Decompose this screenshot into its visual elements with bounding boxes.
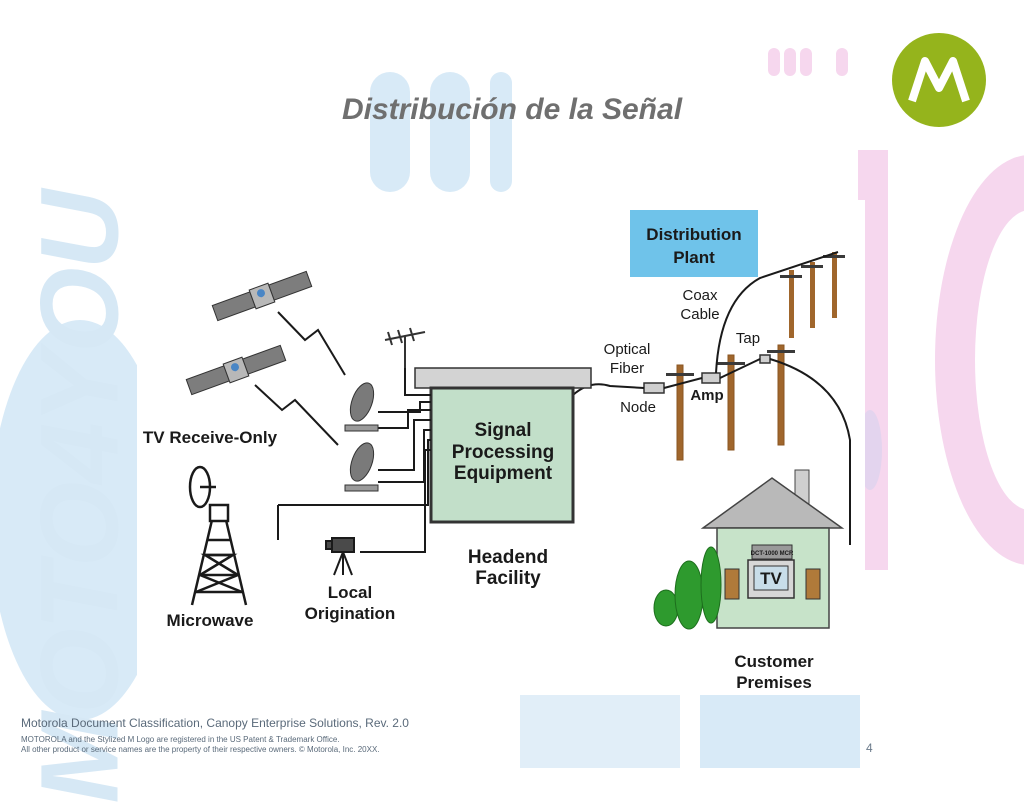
- headend-roof: [414, 367, 592, 389]
- page-number: 4: [866, 741, 873, 755]
- coax-cable-label-line1: Coax: [682, 287, 718, 304]
- utility-pole-icon: [666, 344, 795, 461]
- microwave-tower-icon: [188, 465, 248, 606]
- headend-facility-label-line1: Headend: [468, 547, 548, 568]
- set-top-box-label: DCT-1000 MCR: [751, 551, 794, 557]
- utility-pole-icon: [780, 252, 845, 338]
- amp-label: Amp: [690, 387, 723, 404]
- microwave-label: Microwave: [167, 611, 254, 630]
- motorola-logo-icon: [892, 33, 986, 127]
- distribution-plant-label-line2: Plant: [673, 248, 715, 267]
- satellite-icon: [211, 270, 313, 322]
- tv-label: TV: [760, 569, 782, 588]
- signal-processing-box: [429, 386, 575, 524]
- signal-distribution-diagram: Distribution Plant Coax Cable Tap Optica…: [143, 210, 851, 692]
- camera-icon: [325, 537, 355, 576]
- tv-receive-only-label: TV Receive-Only: [143, 428, 278, 447]
- headend-facility-label-line2: Facility: [475, 568, 541, 589]
- signal-processing-label-line3: Equipment: [454, 463, 553, 484]
- slide-title: Distribución de la Señal: [341, 93, 683, 126]
- customer-premises-label-line1: Customer: [734, 652, 814, 671]
- antenna-icon: [384, 327, 426, 368]
- node-device: [643, 382, 665, 394]
- tree-icon: [653, 546, 722, 630]
- optical-fiber-label-line1: Optical: [604, 341, 651, 358]
- signal-processing-label-line2: Processing: [452, 442, 554, 463]
- house-icon: [700, 469, 845, 629]
- node-label: Node: [620, 399, 656, 416]
- coax-cable-label-line2: Cable: [680, 306, 719, 323]
- tap-label: Tap: [736, 330, 760, 347]
- amp-device: [701, 372, 721, 384]
- distribution-plant-label-line1: Distribution: [646, 225, 741, 244]
- satellite-icon: [185, 344, 287, 396]
- optical-fiber-label-line2: Fiber: [610, 360, 644, 377]
- local-origination-label-line2: Origination: [305, 604, 396, 623]
- footer-legal: MOTOROLA and the Stylized M Logo are reg…: [21, 735, 380, 755]
- local-origination-label-line1: Local: [328, 583, 372, 602]
- footer-legal-line1: MOTOROLA and the Stylized M Logo are reg…: [21, 735, 340, 744]
- footer-legal-line2: All other product or service names are t…: [21, 745, 380, 754]
- distribution-plant-box: [630, 210, 758, 277]
- background-decoration: [0, 48, 1024, 768]
- dish-icon: [344, 382, 379, 492]
- signal-processing-label-line1: Signal: [474, 420, 531, 441]
- footer-classification: Motorola Document Classification, Canopy…: [21, 716, 409, 730]
- tap-device: [759, 354, 771, 364]
- customer-premises-label-line2: Premises: [736, 673, 812, 692]
- diagram-panel: Distribution Plant Coax Cable Tap Optica…: [137, 200, 865, 695]
